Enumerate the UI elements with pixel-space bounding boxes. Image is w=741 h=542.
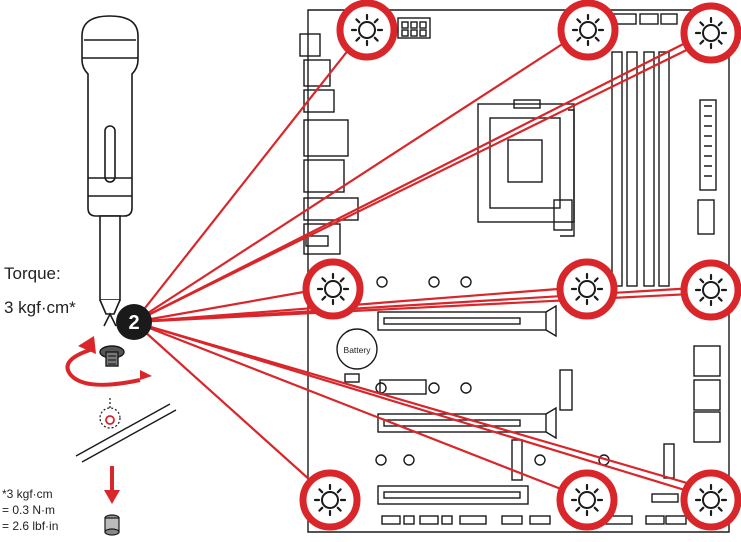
motherboard — [299, 9, 730, 533]
jumper — [344, 373, 360, 383]
chassis-plate — [75, 403, 177, 463]
torque-value: 3 kgf·cm* — [4, 298, 76, 317]
mount-hole-icon — [302, 258, 364, 320]
bottom-headers — [381, 493, 687, 525]
mount-hole-icon — [556, 469, 618, 531]
cpu-socket — [477, 99, 575, 237]
battery-label: Battery — [344, 345, 372, 355]
mount-hole-icon — [299, 469, 361, 531]
mount-hole-icon — [557, 0, 619, 61]
atx-power-connector — [697, 99, 717, 235]
mount-hole-icon — [680, 259, 741, 321]
screw-icon — [99, 345, 125, 367]
cmos-battery — [336, 328, 378, 370]
hole-target-icon — [99, 398, 121, 429]
rear-io-panel — [299, 33, 359, 255]
screwdriver-icon — [81, 15, 139, 327]
right-edge-connectors — [693, 345, 721, 443]
memory-slots — [611, 51, 670, 287]
conversion-line-3: = 2.6 lbf·in — [2, 519, 59, 533]
mount-hole-icon — [680, 2, 741, 64]
step-badge: 2 — [116, 304, 152, 340]
m2-standoff-holes — [375, 276, 610, 466]
connector-lines — [133, 29, 712, 500]
conversion-line-1: *3 kgf·cm — [2, 487, 53, 501]
mount-hole-icon — [556, 258, 618, 320]
mount-hole-icon — [680, 469, 741, 531]
conversion-line-2: = 0.3 N·m — [2, 503, 56, 517]
step-number: 2 — [128, 312, 139, 334]
top-power-connector — [397, 13, 678, 39]
mount-hole-icon — [336, 0, 398, 61]
rotate-clockwise-arrow-icon — [65, 336, 152, 387]
standoff-icon — [104, 514, 120, 536]
torque-title: Torque: — [4, 264, 61, 283]
down-arrow-icon — [104, 466, 120, 504]
